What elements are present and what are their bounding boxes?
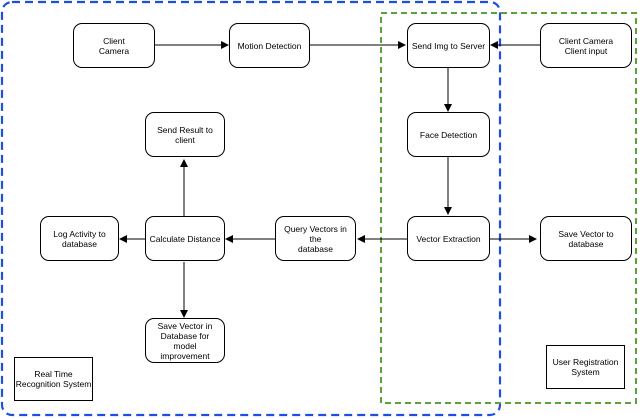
- registration-system-label: User Registration System: [546, 345, 625, 389]
- motion-detection-node: Motion Detection: [229, 23, 310, 68]
- save-vector-node: Save Vector to database: [540, 216, 632, 261]
- client-camera-node: Client Camera: [73, 23, 155, 68]
- client-camera-input-node: Client Camera Client input: [540, 23, 632, 68]
- registration-system-boundary: [380, 12, 637, 404]
- realtime-system-label: Real Time Recognition System: [14, 357, 93, 401]
- face-detection-node: Face Detection: [407, 112, 490, 157]
- calculate-distance-node: Calculate Distance: [145, 216, 225, 261]
- realtime-system-boundary: [0, 0, 502, 417]
- send-result-to-client-node: Send Result to client: [145, 112, 225, 157]
- log-activity-node: Log Activity to database: [40, 216, 119, 261]
- query-vectors-node: Query Vectors in the database: [275, 216, 356, 261]
- send-img-to-server-node: Send Img to Server: [407, 23, 490, 68]
- vector-extraction-node: Vector Extraction: [407, 216, 490, 261]
- save-vector-improvement-node: Save Vector in Database for model improv…: [145, 318, 225, 363]
